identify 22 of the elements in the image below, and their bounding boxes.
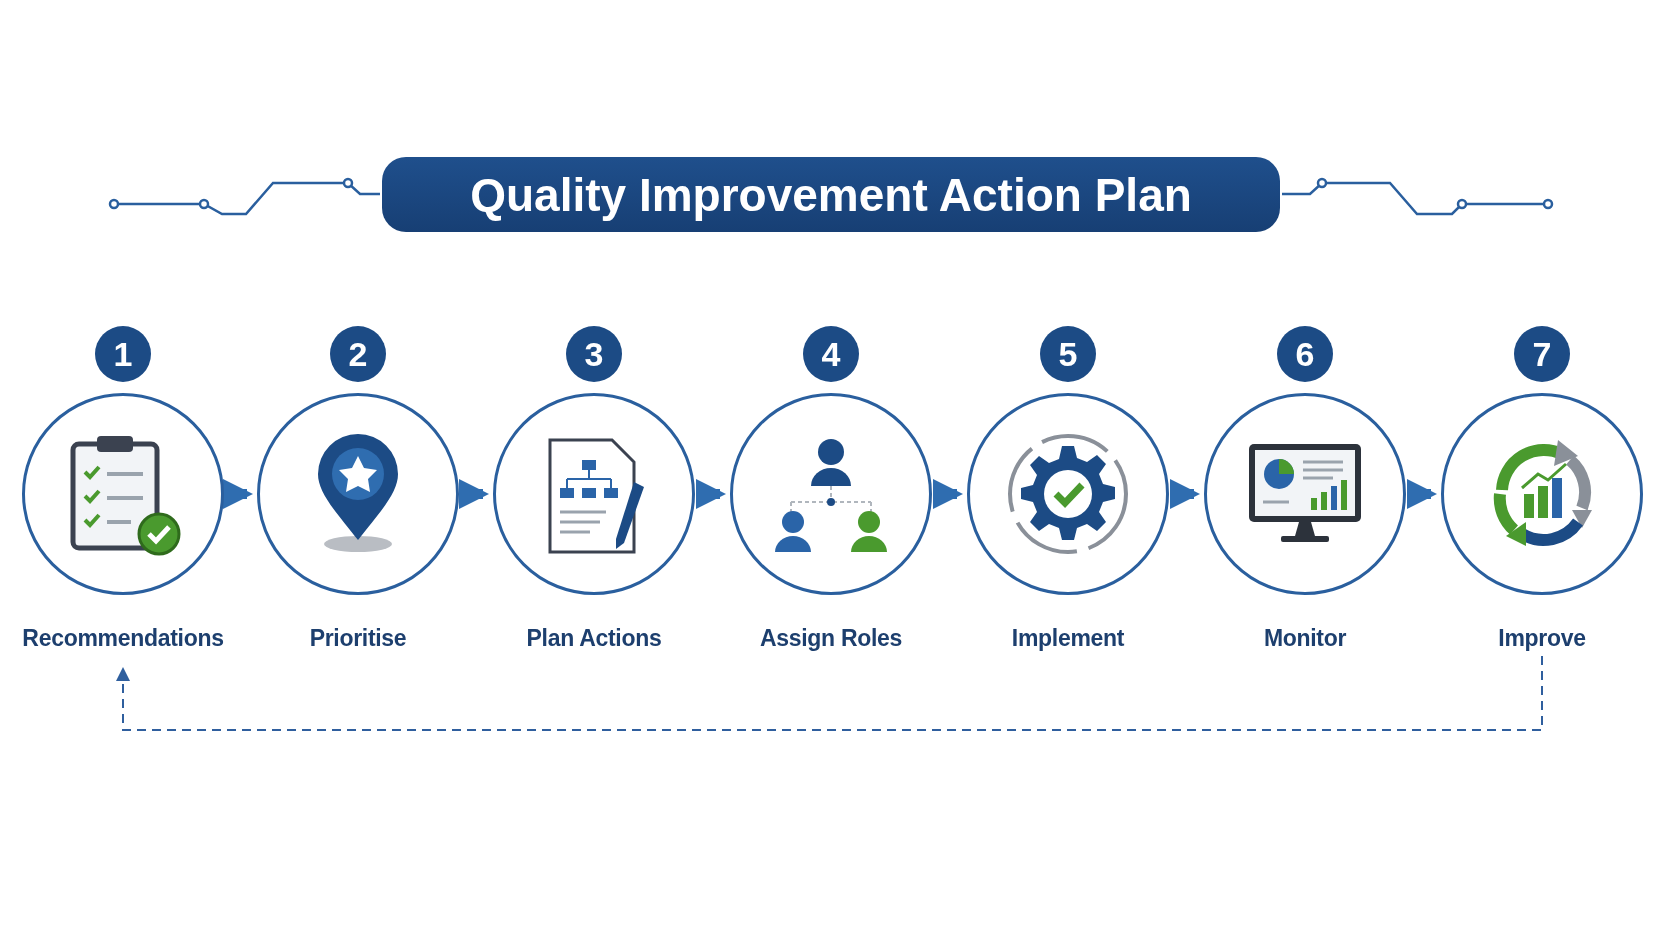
step-number-badge: 2: [330, 326, 386, 382]
step-number-badge: 4: [803, 326, 859, 382]
step-number-badge: 6: [1277, 326, 1333, 382]
step-label: Plan Actions: [526, 625, 662, 652]
title-banner: Quality Improvement Action Plan: [382, 157, 1280, 232]
step-label: Monitor: [1263, 625, 1347, 652]
arrow: [223, 479, 253, 509]
step-label: Assign Roles: [759, 625, 903, 652]
arrow: [696, 479, 726, 509]
arrow: [933, 479, 963, 509]
step-number-badge: 7: [1514, 326, 1570, 382]
dashed-return-arrow: [116, 655, 1543, 731]
step-number-badge: 1: [95, 326, 151, 382]
arrow: [459, 479, 489, 509]
step-number-badge: 5: [1040, 326, 1096, 382]
step-label: Implement: [1011, 625, 1125, 652]
step-label: Prioritise: [309, 625, 407, 652]
step-label: Recommendations: [22, 625, 224, 652]
arrow: [1170, 479, 1200, 509]
step-number-badge: 3: [566, 326, 622, 382]
arrow: [1407, 479, 1437, 509]
step-label: Improve: [1498, 625, 1586, 652]
